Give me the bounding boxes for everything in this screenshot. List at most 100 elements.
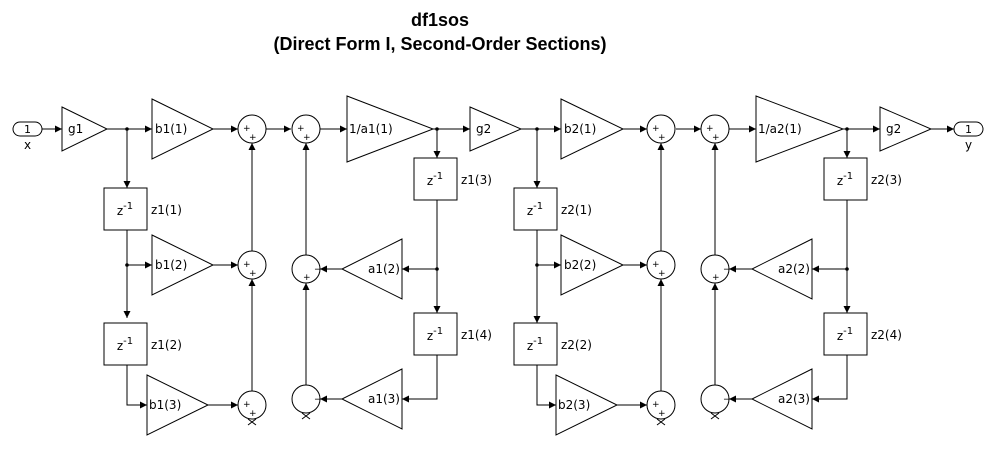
sum-d1-top [291,114,321,144]
svg-text:z-1: z-1 [427,326,443,343]
svg-text:+: + [652,400,660,410]
svg-text:+: + [712,273,720,283]
delay-z2-3 [823,157,868,201]
svg-text:+: + [652,260,660,270]
input-port: 1 x [12,121,43,152]
gain-label: g1 [68,122,83,136]
svg-text:+: + [303,133,311,143]
svg-text:+: + [706,124,714,134]
sum-d2-bot [700,384,730,414]
delay-labels: z1(1) z1(2) z1(3) z1(4) z2(1) z2(2) z2(3… [151,173,902,352]
gain-label: a2(2) [778,262,810,276]
input-port-number: 1 [24,123,31,136]
delay-label: z1(3) [461,173,492,187]
gain-blocks [61,95,933,436]
gain-b2-2 [560,234,625,296]
delay-z1-4 [413,312,458,356]
svg-text:z-1: z-1 [427,171,443,188]
gain-label: g2 [476,122,491,136]
gain-a1-2 [340,238,403,300]
sum-blocks [237,114,730,420]
gain-b1-2 [151,234,215,296]
gain-label: b1(1) [155,122,187,136]
branch-points [125,127,849,271]
svg-text:z-1: z-1 [527,201,543,218]
delay-blocks [103,157,868,366]
gain-label: 1/a2(1) [758,122,802,136]
delay-label: z2(1) [561,203,592,217]
gain-b2-1 [560,98,625,160]
gain-inv-a1-1 [346,95,435,163]
output-port: 1 y [953,121,984,152]
gain-inv-a2-1 [755,95,845,163]
svg-text:+: + [658,409,666,419]
sum-s2-bot [646,390,676,420]
gain-b1-3 [146,374,210,436]
gain-a2-3 [750,368,813,430]
svg-text:−: − [314,395,322,405]
sum-s2-top [646,114,676,144]
svg-text:−: − [314,265,322,275]
sum-d1-mid [291,254,321,284]
gain-label: g2 [886,122,901,136]
output-port-number: 1 [965,123,972,136]
svg-text:+: + [658,133,666,143]
gain-a1-3 [340,368,403,430]
delay-label: z2(2) [561,338,592,352]
svg-text:+: + [658,269,666,279]
gain-b1-1 [151,98,215,160]
gain-label: a1(3) [368,392,400,406]
svg-text:z-1: z-1 [117,336,133,353]
svg-text:+: + [249,133,257,143]
output-port-name: y [965,138,972,152]
sum-d2-top [700,114,730,144]
delay-z2-4 [823,312,868,356]
svg-text:+: + [712,133,720,143]
svg-text:+: + [243,124,251,134]
diagram-subtitle: (Direct Form I, Second-Order Sections) [273,34,607,54]
gain-g1 [61,106,109,152]
diagram-title-block: df1sos (Direct Form I, Second-Order Sect… [0,8,880,56]
svg-text:−: − [723,265,731,275]
delay-z1-2 [103,322,148,366]
gain-g2-mid [469,106,523,152]
gain-label: b2(2) [564,258,596,272]
gain-label: a2(3) [778,392,810,406]
svg-text:+: + [249,269,257,279]
delay-z2-1 [513,187,558,231]
gain-label: 1/a1(1) [349,122,393,136]
sum-d1-bot [291,384,321,414]
gain-labels: g1 b1(1) b1(2) b1(3) 1/a1(1) a1(2) a1(3)… [68,122,901,412]
svg-text:+: + [243,400,251,410]
delay-label: z1(4) [461,328,492,342]
gain-g2-out [879,106,933,152]
delay-label: z2(4) [871,328,902,342]
gain-label: b1(2) [155,258,187,272]
signal-wires [42,125,954,409]
sum-s1-top [237,114,267,144]
delay-label: z2(3) [871,173,902,187]
delay-label: z1(1) [151,203,182,217]
svg-text:z-1: z-1 [527,336,543,353]
gain-label: b1(3) [149,398,181,412]
sum-s1-mid [237,250,267,280]
gain-label: b2(3) [558,398,590,412]
delay-symbols: z-1 z-1 z-1 z-1 z-1 z-1 z-1 z-1 [117,171,853,353]
sum-d2-mid [700,254,730,284]
svg-text:−: − [723,395,731,405]
svg-text:+: + [243,260,251,270]
gain-b2-3 [555,374,619,436]
input-port-name: x [24,138,31,152]
svg-text:+: + [652,124,660,134]
diagram-title: df1sos [410,10,470,30]
gain-a2-2 [750,238,813,300]
svg-text:+: + [297,124,305,134]
sum-s2-mid [646,250,676,280]
svg-text:+: + [249,409,257,419]
svg-text:z-1: z-1 [117,201,133,218]
sum-s1-bot [237,390,267,420]
svg-text:+: + [303,273,311,283]
gain-label: b2(1) [564,122,596,136]
svg-text:z-1: z-1 [837,171,853,188]
